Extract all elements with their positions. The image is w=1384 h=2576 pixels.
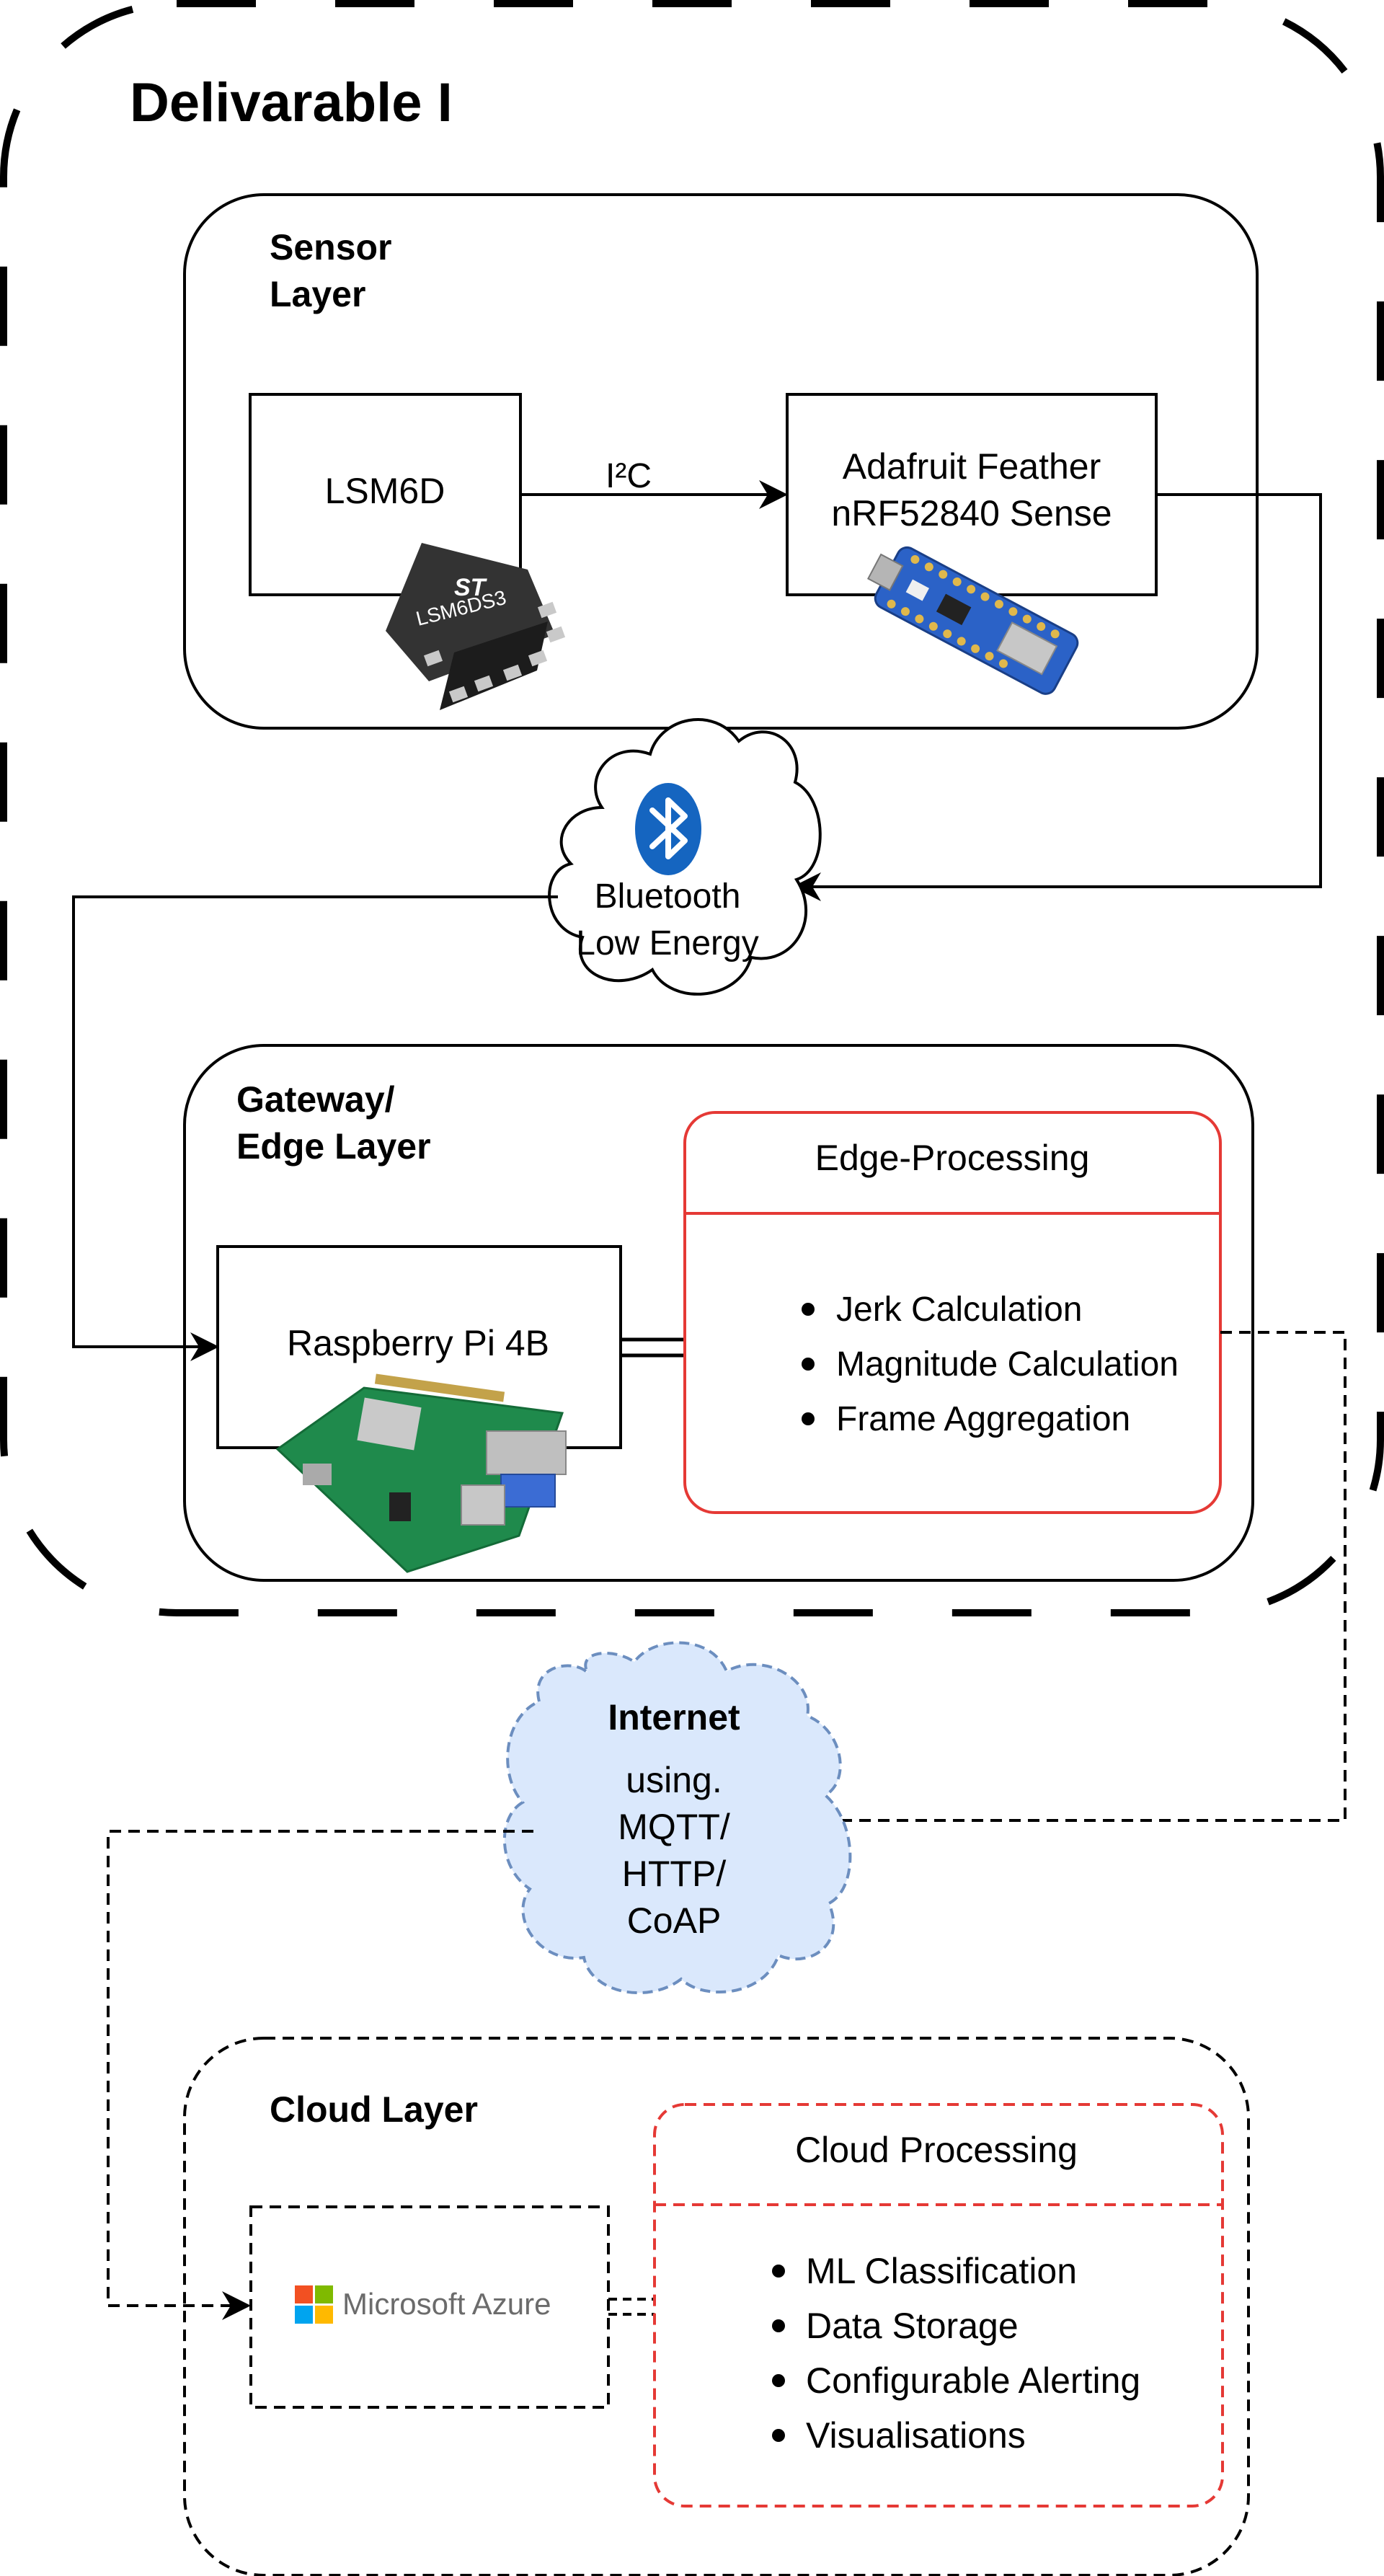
cloud-item-alerting: Configurable Alerting: [806, 2360, 1140, 2401]
internet-line2: MQTT/: [618, 1807, 730, 1847]
feather-to-ble-connector: [792, 493, 1322, 901]
bullet: [772, 2374, 785, 2387]
gateway-layer-title-line1: Gateway/: [236, 1079, 395, 1120]
edge-processing-list: Jerk Calculation Magnitude Calculation F…: [802, 1291, 1179, 1438]
cloud-item-ml: ML Classification: [806, 2251, 1077, 2291]
raspberry-pi-board-image: [275, 1373, 567, 1573]
ble-label-line1: Bluetooth: [595, 877, 741, 916]
cloud-processing-list: ML Classification Data Storage Configura…: [772, 2251, 1140, 2456]
sensor-layer-title-line1: Sensor: [270, 227, 392, 267]
i2c-label: I²C: [606, 457, 652, 495]
internet-title: Internet: [608, 1697, 740, 1738]
edge-item-jerk: Jerk Calculation: [836, 1291, 1082, 1329]
internet-cloud: [502, 1641, 852, 1995]
chip-logo: ST: [454, 574, 488, 601]
bullet: [772, 2265, 785, 2278]
ble-label-line2: Low Energy: [576, 924, 758, 962]
edge-processing-title: Edge-Processing: [815, 1138, 1090, 1178]
bullet: [802, 1412, 815, 1425]
cloud-item-visualisations: Visualisations: [806, 2415, 1026, 2456]
edge-item-frame-aggregation: Frame Aggregation: [836, 1400, 1130, 1438]
ble-to-pi-connector: [72, 895, 558, 1361]
lsm6d-label: LSM6D: [325, 471, 445, 511]
microsoft-logo-icon: [295, 2285, 333, 2324]
bullet: [802, 1358, 815, 1371]
cloud-layer-title: Cloud Layer: [270, 2089, 478, 2130]
sensor-layer-title-line2: Layer: [270, 274, 365, 314]
cloud-item-storage: Data Storage: [806, 2306, 1019, 2346]
bullet: [772, 2429, 785, 2442]
cloud-layer-container: [183, 2037, 1250, 2576]
edge-to-internet-connector: [790, 1331, 1347, 1835]
raspberry-pi-label: Raspberry Pi 4B: [287, 1323, 549, 1363]
bullet: [772, 2319, 785, 2332]
deliverable-title: Delivarable I: [130, 72, 453, 133]
bullet: [802, 1303, 815, 1316]
gateway-layer-title-line2: Edge Layer: [236, 1126, 431, 1167]
bluetooth-icon: [635, 783, 701, 875]
feather-board-image: [866, 546, 1079, 695]
azure-label: Microsoft Azure: [342, 2287, 551, 2321]
edge-item-magnitude: Magnitude Calculation: [836, 1345, 1179, 1384]
gateway-layer-container: [183, 1044, 1254, 1582]
adafruit-label-line2: nRF52840 Sense: [831, 493, 1112, 534]
internet-line3: HTTP/: [622, 1854, 727, 1894]
internet-line4: CoAP: [627, 1900, 722, 1941]
deliverable-boundary: [0, 0, 1384, 1616]
lsm6ds3-chip-image: ST LSM6DS3: [386, 543, 566, 710]
internet-to-azure-connector: [107, 1830, 533, 2320]
internet-line1: using.: [626, 1760, 722, 1800]
adafruit-label-line1: Adafruit Feather: [843, 446, 1101, 487]
cloud-processing-title: Cloud Processing: [795, 2130, 1078, 2170]
